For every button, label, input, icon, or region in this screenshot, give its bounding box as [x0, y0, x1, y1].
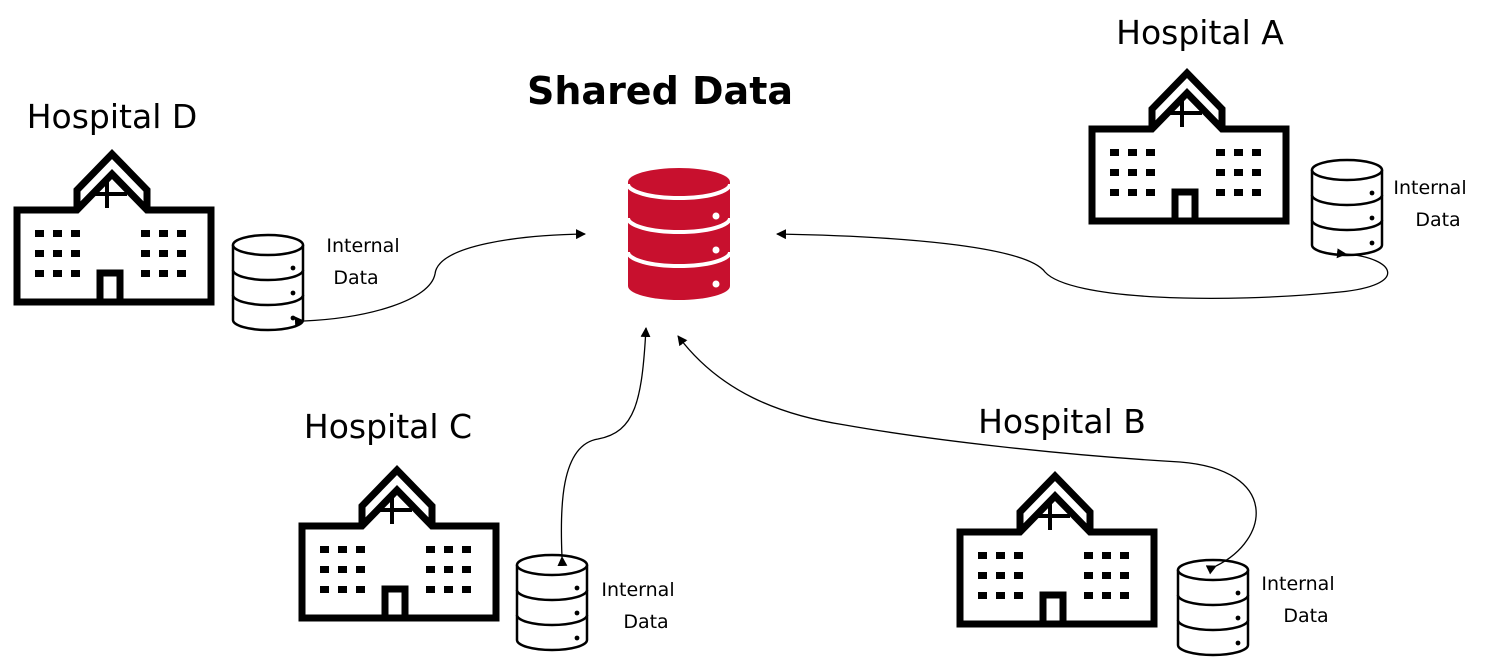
hospital-c-db-label-line1: Internal — [601, 579, 674, 601]
hospital-a-label: Hospital A — [1116, 13, 1284, 52]
hospital-a-internal-db-icon — [1310, 158, 1384, 257]
hospital-b-db-label-line1: Internal — [1261, 573, 1334, 595]
shared-data-title: Shared Data — [527, 69, 793, 113]
connector-hospital-b — [677, 335, 1257, 575]
hospital-c-internal-db-icon — [515, 553, 589, 652]
hospital-d-db-label-line1: Internal — [326, 235, 399, 257]
hospital-b-db-label-line2: Data — [1283, 605, 1328, 627]
hospital-b-label: Hospital B — [978, 402, 1146, 441]
hospital-d-db-label-line2: Data — [333, 267, 378, 289]
hospital-c-label: Hospital C — [304, 407, 472, 446]
hospital-b-internal-db-icon — [1176, 558, 1250, 657]
hospital-b: Hospital B Internal Data — [960, 402, 1335, 657]
hospital-a: Hospital A Internal Data — [1092, 13, 1467, 257]
hospital-a-building-icon — [1092, 73, 1286, 221]
hospital-c-building-icon — [302, 470, 496, 618]
hospital-d-internal-db-icon — [231, 233, 305, 332]
connector-hospital-d — [294, 229, 586, 327]
hospital-d-building-icon — [17, 154, 211, 302]
connector-hospital-c — [557, 327, 651, 567]
hospital-d: Hospital D Internal Data — [17, 97, 400, 332]
hospital-d-label: Hospital D — [27, 97, 198, 136]
hospital-b-building-icon — [960, 476, 1154, 624]
shared-database-icon — [626, 168, 732, 300]
hospital-a-db-label-line2: Data — [1415, 209, 1460, 231]
connector-hospital-a — [776, 229, 1389, 300]
hospital-a-db-label-line1: Internal — [1393, 177, 1466, 199]
hospital-c: Hospital C Internal Data — [302, 407, 675, 652]
hospital-c-db-label-line2: Data — [623, 611, 668, 633]
